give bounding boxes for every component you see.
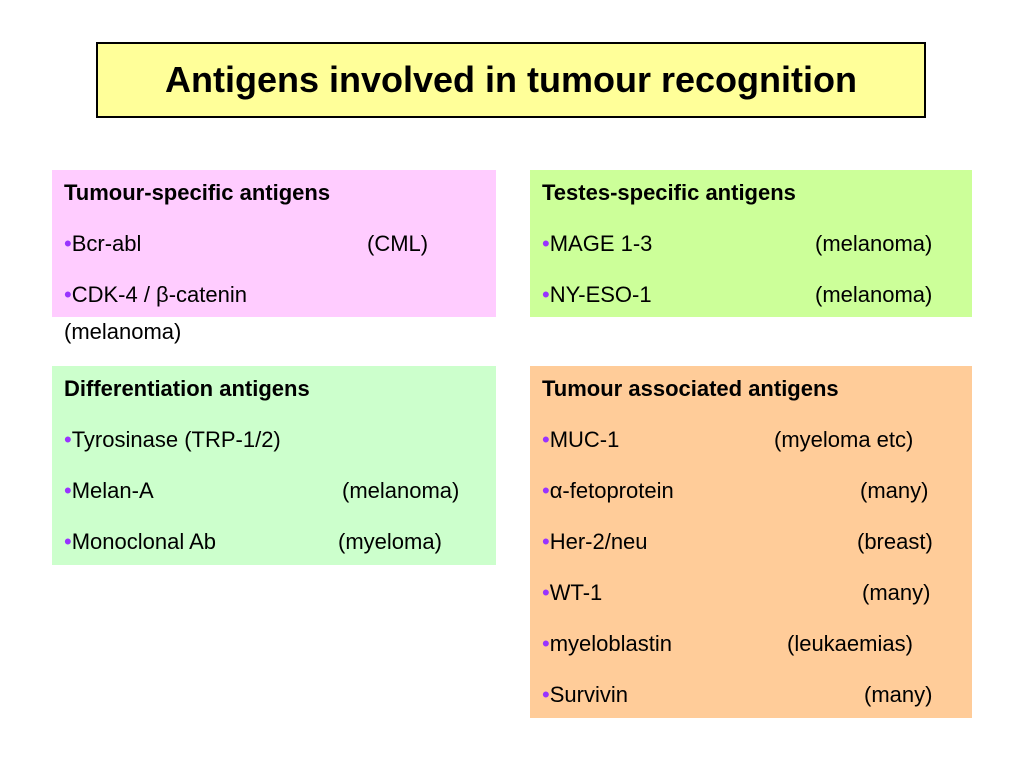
list-item: •Monoclonal Ab (myeloma) (64, 529, 496, 555)
panel-heading: Differentiation antigens (64, 376, 310, 401)
antigen-name: Her-2/neu (549, 529, 648, 554)
antigen-name: α-fetoprotein (549, 478, 674, 503)
antigen-note-wrapped: (melanoma) (64, 319, 182, 344)
antigen-note: (breast) (857, 529, 933, 554)
antigen-note: (melanoma) (815, 282, 933, 307)
list-item: •Her-2/neu (breast) (542, 529, 972, 555)
bullet-icon: • (542, 231, 550, 256)
antigen-note: (melanoma) (342, 478, 460, 503)
panel-heading: Tumour-specific antigens (64, 180, 331, 205)
bullet-icon: • (542, 427, 550, 452)
list-item: •Melan-A (melanoma) (64, 478, 496, 504)
list-item: •Survivin (many) (542, 682, 972, 708)
antigen-name: Monoclonal Ab (71, 529, 217, 554)
panel-heading: Testes-specific antigens (542, 180, 796, 205)
list-item: •Bcr-abl (CML) (64, 231, 496, 257)
bullet-icon: • (542, 282, 550, 307)
bullet-icon: • (542, 478, 550, 503)
antigen-name: NY-ESO-1 (549, 282, 652, 307)
list-item: •NY-ESO-1 (melanoma) (542, 282, 972, 308)
bullet-icon: • (542, 529, 550, 554)
panel-heading: Tumour associated antigens (542, 376, 839, 401)
list-item: •WT-1 (many) (542, 580, 972, 606)
panel-differentiation: Differentiation antigens •Tyrosinase (TR… (52, 366, 496, 565)
antigen-note: (CML) (367, 231, 429, 256)
list-item: •MAGE 1-3 (melanoma) (542, 231, 972, 257)
antigen-note: (many) (864, 682, 933, 707)
title-box: Antigens involved in tumour recognition (96, 42, 926, 118)
list-item: •myeloblastin (leukaemias) (542, 631, 972, 657)
antigen-note: (myeloma) (338, 529, 442, 554)
panel-tumour-specific: Tumour-specific antigens •Bcr-abl (CML) … (52, 170, 496, 317)
antigen-name: MAGE 1-3 (549, 231, 653, 256)
list-item: •α-fetoprotein (many) (542, 478, 972, 504)
list-item: •CDK-4 / β-catenin (64, 282, 496, 308)
panel-tumour-associated: Tumour associated antigens •MUC-1 (myelo… (530, 366, 972, 718)
antigen-name: WT-1 (549, 580, 603, 605)
bullet-icon: • (542, 682, 550, 707)
antigen-name: myeloblastin (549, 631, 672, 656)
antigen-note: (leukaemias) (787, 631, 913, 656)
bullet-icon: • (64, 282, 72, 307)
panel-testes-specific: Testes-specific antigens •MAGE 1-3 (mela… (530, 170, 972, 317)
antigen-note: (many) (860, 478, 929, 503)
antigen-note: (myeloma etc) (774, 427, 914, 452)
bullet-icon: • (542, 580, 550, 605)
antigen-name: CDK-4 / β-catenin (71, 282, 247, 307)
antigen-name: Melan-A (71, 478, 154, 503)
slide-title: Antigens involved in tumour recognition (164, 59, 857, 100)
antigen-note: (melanoma) (815, 231, 933, 256)
antigen-note: (many) (862, 580, 931, 605)
bullet-icon: • (64, 478, 72, 503)
antigen-name: MUC-1 (549, 427, 620, 452)
bullet-icon: • (64, 231, 72, 256)
bullet-icon: • (64, 529, 72, 554)
list-item: •MUC-1 (myeloma etc) (542, 427, 972, 453)
list-item: •Tyrosinase (TRP-1/2) (64, 427, 496, 453)
bullet-icon: • (542, 631, 550, 656)
antigen-name: Survivin (549, 682, 628, 707)
antigen-name: Bcr-abl (71, 231, 142, 256)
antigen-name: Tyrosinase (TRP-1/2) (71, 427, 281, 452)
bullet-icon: • (64, 427, 72, 452)
